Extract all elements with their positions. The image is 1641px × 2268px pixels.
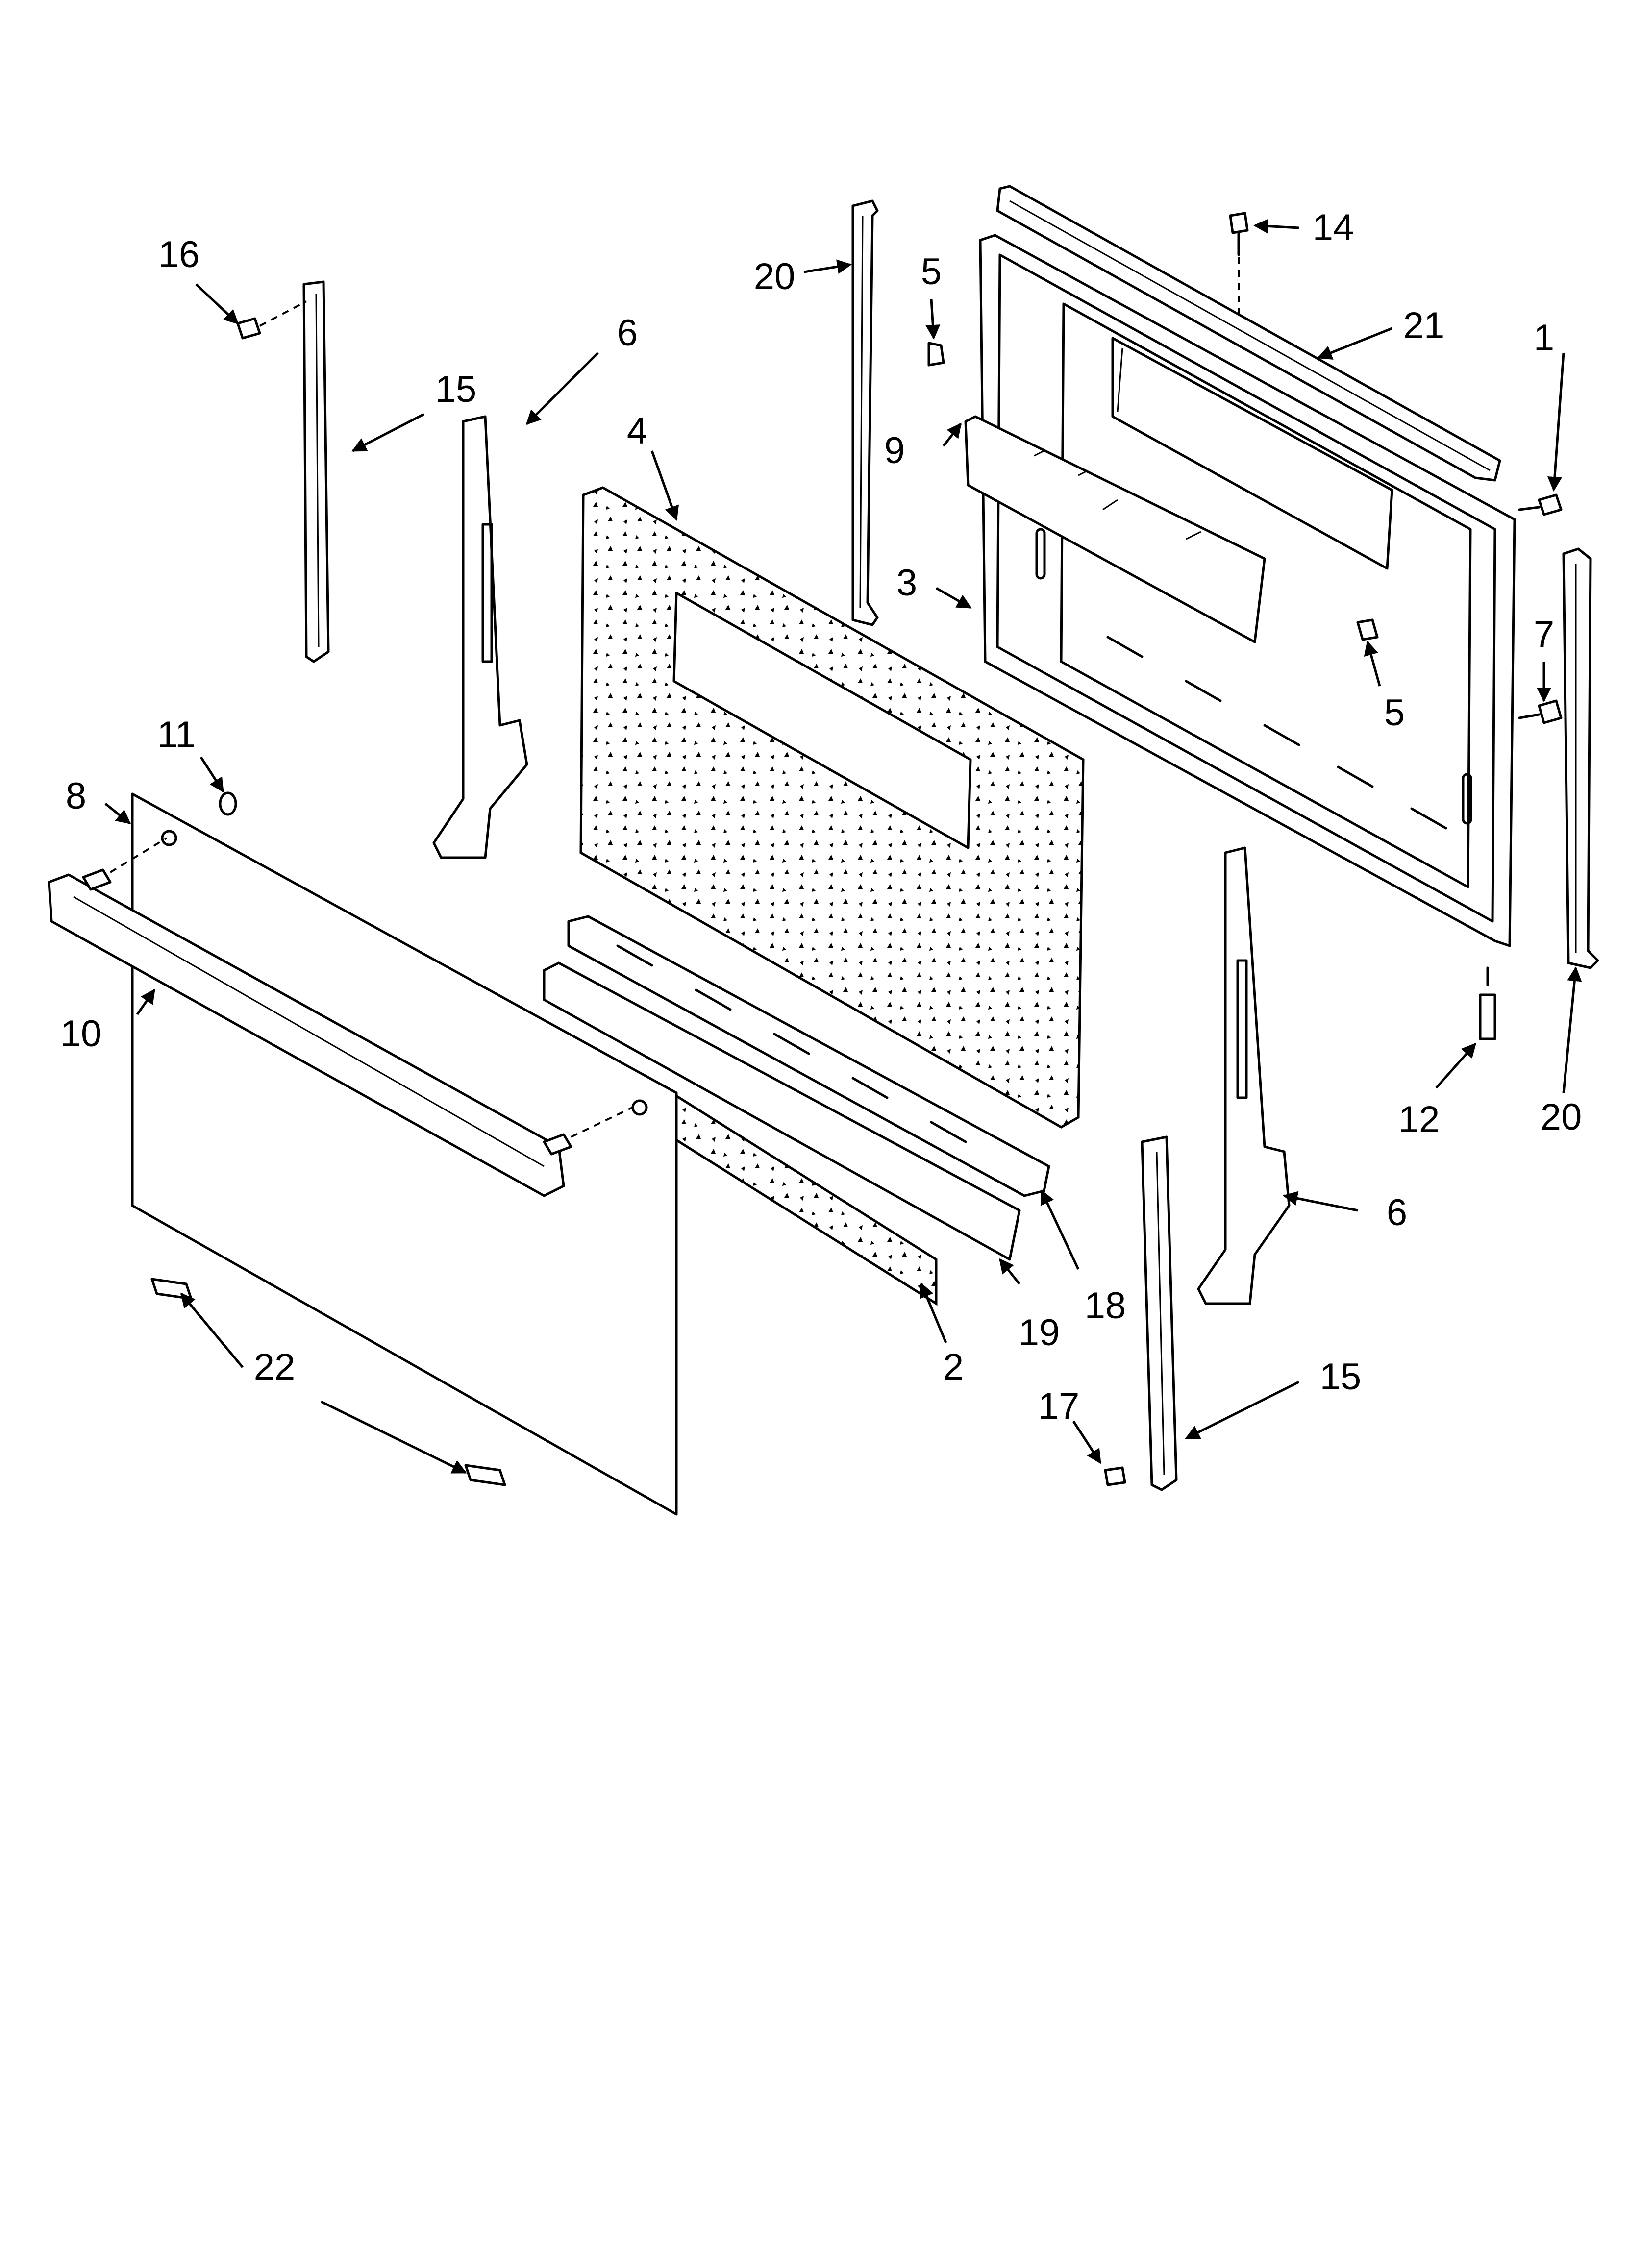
callout-12: 12 <box>1398 1099 1440 1140</box>
callout-2: 2 <box>943 1346 964 1388</box>
callout-6-bottom: 6 <box>1387 1192 1407 1233</box>
part-9-glass-panel <box>964 415 1266 643</box>
callout-4: 4 <box>627 410 647 452</box>
part-8-outer-door-panel <box>131 792 678 1516</box>
part-17-screw <box>1104 1466 1126 1486</box>
callout-7: 7 <box>1534 614 1554 655</box>
part-21-top-channel <box>996 185 1501 482</box>
part-22-clip-upper <box>150 1278 193 1300</box>
callout-22: 22 <box>254 1346 296 1388</box>
part-5-clip-bottom <box>1356 618 1379 641</box>
callout-10: 10 <box>60 1013 102 1055</box>
part-5-clip-top <box>927 342 945 367</box>
part-20-trim-strip-right <box>1562 547 1599 969</box>
leader-lines <box>104 219 1582 1474</box>
callout-9: 9 <box>884 430 905 471</box>
callout-labels: 1 2 3 4 5 5 6 6 7 8 9 10 11 12 14 15 15 … <box>60 207 1582 1427</box>
part-4-insulation-pad <box>579 486 1085 1129</box>
callout-18: 18 <box>1085 1285 1126 1327</box>
part-1-screw <box>1518 493 1563 516</box>
callout-21: 21 <box>1403 305 1445 346</box>
callout-1: 1 <box>1534 317 1554 359</box>
callout-3: 3 <box>896 562 917 604</box>
part-22-clip-lower <box>464 1464 506 1486</box>
callout-20-top: 20 <box>754 256 796 297</box>
callout-15-bottom: 15 <box>1320 1356 1362 1398</box>
part-15-hinge-channel-right <box>1141 1135 1178 1491</box>
callout-16: 16 <box>158 234 200 275</box>
callout-6-top: 6 <box>617 312 638 354</box>
part-10-door-handle <box>48 837 633 1197</box>
callout-19: 19 <box>1019 1312 1060 1354</box>
part-12-screw <box>1479 966 1496 1040</box>
callout-8: 8 <box>66 775 86 817</box>
callout-17: 17 <box>1038 1385 1080 1427</box>
part-14-screw <box>1229 212 1249 314</box>
part-19-angle-strip <box>543 961 1021 1261</box>
part-15-hinge-channel-left <box>302 280 330 663</box>
part-20-trim-strip-left <box>851 199 879 626</box>
callout-11: 11 <box>157 714 196 756</box>
part-7-screw <box>1518 699 1563 724</box>
callout-15-top: 15 <box>435 369 477 410</box>
part-16-screw <box>236 300 307 340</box>
callout-5-top: 5 <box>921 251 942 293</box>
part-11-washer <box>219 791 237 816</box>
callout-5-bottom: 5 <box>1384 692 1405 734</box>
part-6-hinge-right <box>1197 846 1291 1305</box>
part-6-hinge-left <box>432 415 528 859</box>
callout-14: 14 <box>1313 207 1354 248</box>
callout-20-bottom: 20 <box>1541 1096 1582 1138</box>
